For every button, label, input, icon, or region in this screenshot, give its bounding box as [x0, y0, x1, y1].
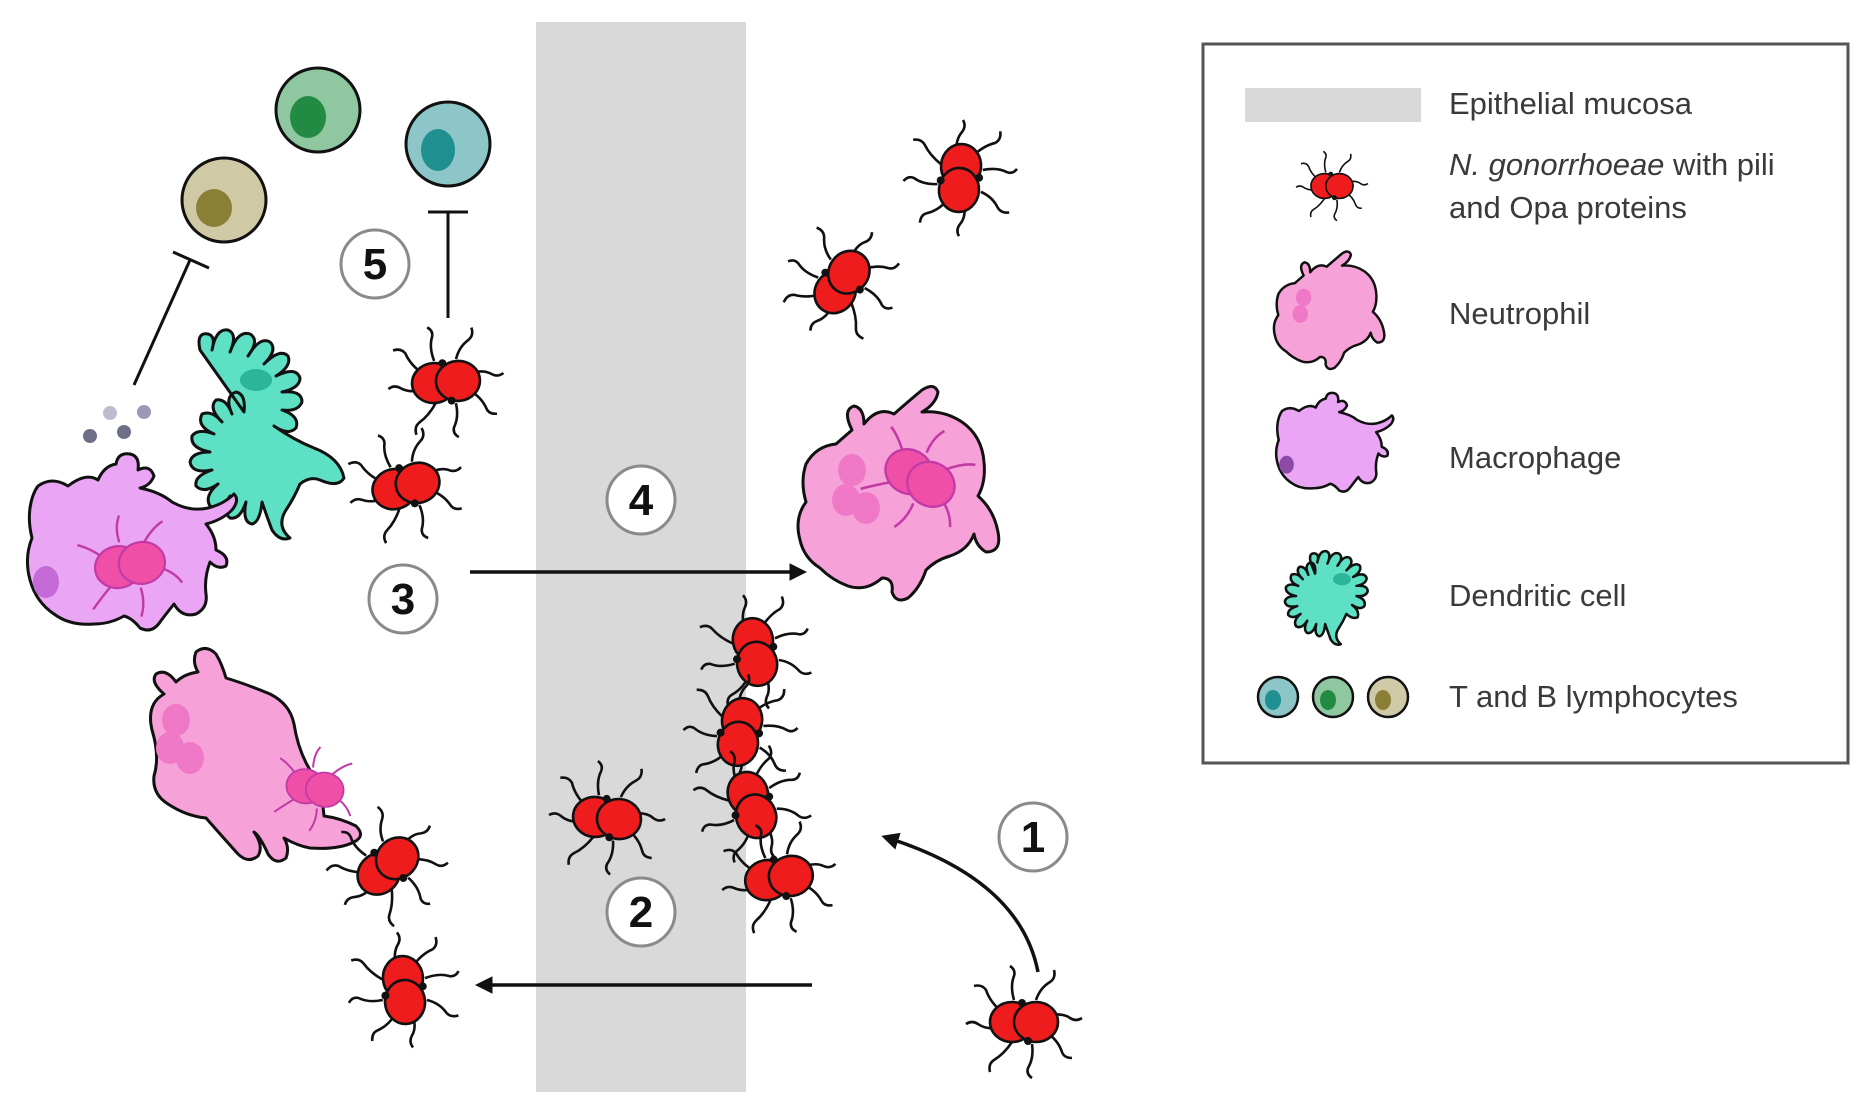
- cytokine-dots: [83, 405, 151, 443]
- legend-swatch-neutrophil: [1272, 250, 1386, 371]
- bacterium: [761, 201, 923, 363]
- lymphocyte-teal: [404, 100, 492, 188]
- dendritic-cell-main: [188, 328, 346, 541]
- neutrophil-right: [796, 385, 1001, 602]
- bacterium: [334, 415, 478, 557]
- step-number-1: 1: [1021, 813, 1045, 862]
- step-number-4: 4: [629, 476, 654, 525]
- step-number-5: 5: [363, 240, 387, 289]
- legend-label-bacteria-rest: with pili: [1664, 147, 1774, 182]
- legend-label-mucosa: Epithelial mucosa: [1449, 86, 1693, 121]
- legend-swatch-macrophage: [1274, 391, 1395, 493]
- legend-label-bacteria: N. gonorrhoeae with pili: [1449, 147, 1775, 182]
- bacterium: [306, 784, 470, 948]
- legend-label-bacteria-species: N. gonorrhoeae: [1449, 147, 1664, 182]
- legend-swatch-mucosa: [1245, 88, 1421, 122]
- step-marker-2: 2: [605, 876, 677, 948]
- step-number-3: 3: [391, 575, 415, 624]
- macrophage-left: [25, 452, 239, 632]
- bacterium: [382, 319, 510, 445]
- legend-swatch-lymphocytes: [1256, 675, 1410, 719]
- inhibition-line-cytokines: [132, 250, 210, 386]
- step-marker-1: 1: [997, 801, 1069, 873]
- bacterium: [341, 926, 467, 1054]
- legend: Epithelial mucosa N. gonorrhoeae with pi…: [1201, 42, 1850, 765]
- legend-label-lymphocytes: T and B lymphocytes: [1449, 679, 1738, 714]
- inhibition-line-bacteria: [428, 210, 468, 318]
- lymphocyte-green: [274, 66, 362, 154]
- lymphocyte-olive: [180, 156, 268, 244]
- step-number-2: 2: [629, 888, 653, 937]
- bacterium: [897, 114, 1023, 242]
- bacterium: [964, 964, 1084, 1080]
- legend-label-neutrophil: Neutrophil: [1449, 296, 1590, 331]
- step-marker-5: 5: [339, 228, 411, 300]
- arrow-step-1: [881, 832, 1040, 973]
- legend-label-dendritic: Dendritic cell: [1449, 578, 1626, 613]
- legend-label-macrophage: Macrophage: [1449, 440, 1621, 475]
- step-marker-4: 4: [605, 464, 677, 536]
- legend-swatch-dendritic: [1283, 549, 1369, 646]
- legend-box: [1201, 42, 1850, 765]
- step-marker-3: 3: [367, 563, 439, 635]
- legend-label-bacteria-line2: and Opa proteins: [1449, 190, 1687, 225]
- neutrophil-left: [149, 647, 363, 863]
